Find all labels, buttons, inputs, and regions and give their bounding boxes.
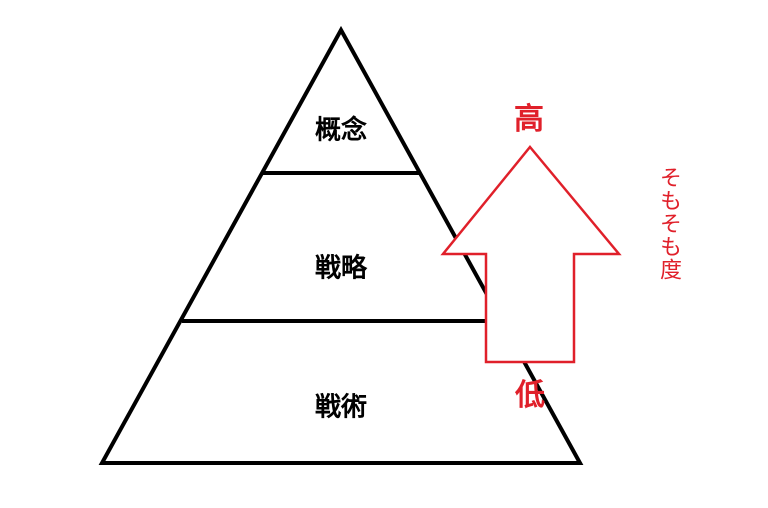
- arrow-top-label: 高: [514, 102, 544, 137]
- arrow-axis-label: そもそも度: [656, 166, 681, 281]
- up-arrow: [440, 145, 622, 364]
- tier-label-tactics: 戦術: [314, 392, 368, 423]
- tier-label-strategy: 戦略: [314, 253, 368, 284]
- arrow-bottom-label: 低: [515, 378, 545, 413]
- tier-label-concept: 概念: [314, 115, 368, 146]
